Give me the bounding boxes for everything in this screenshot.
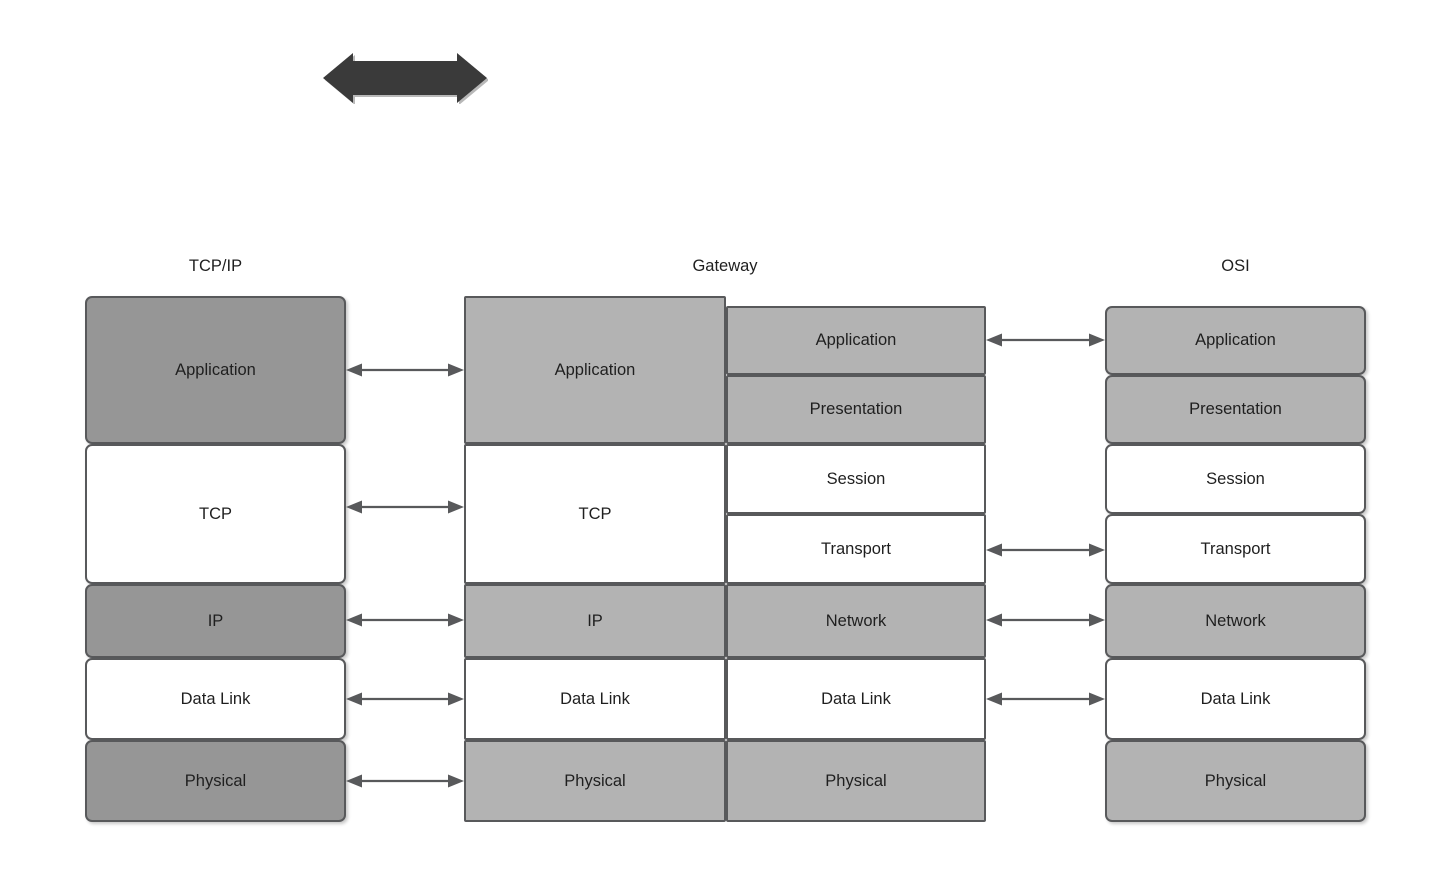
connector-gateway-osi-transport <box>986 543 1105 557</box>
column-header-tcpip: TCP/IP <box>188 257 243 275</box>
layer-gateway-right-session[interactable]: Session <box>726 444 986 514</box>
layer-gateway-left-data-link[interactable]: Data Link <box>464 658 726 740</box>
layer-gateway-left-application[interactable]: Application <box>464 296 726 444</box>
layer-osi-application[interactable]: Application <box>1105 306 1366 375</box>
layer-gateway-left-physical[interactable]: Physical <box>464 740 726 822</box>
layer-gateway-left-ip[interactable]: IP <box>464 584 726 658</box>
layer-osi-presentation[interactable]: Presentation <box>1105 375 1366 444</box>
connector-tcpip-gateway-ip <box>346 613 464 627</box>
layer-gateway-right-application[interactable]: Application <box>726 306 986 375</box>
layer-gateway-left-tcp[interactable]: TCP <box>464 444 726 584</box>
double-headed-block-arrow <box>323 53 488 104</box>
column-header-gateway: Gateway <box>692 257 758 275</box>
layer-gateway-right-transport[interactable]: Transport <box>726 514 986 584</box>
layer-osi-network[interactable]: Network <box>1105 584 1366 658</box>
connector-tcpip-gateway-data-link <box>346 692 464 706</box>
layer-gateway-right-physical[interactable]: Physical <box>726 740 986 822</box>
layer-tcpip-data-link[interactable]: Data Link <box>85 658 346 740</box>
connector-tcpip-gateway-tcp <box>346 500 464 514</box>
layer-gateway-right-network[interactable]: Network <box>726 584 986 658</box>
layer-gateway-right-data-link[interactable]: Data Link <box>726 658 986 740</box>
column-header-osi: OSI <box>1221 257 1250 275</box>
layer-tcpip-application[interactable]: Application <box>85 296 346 444</box>
layer-tcpip-tcp[interactable]: TCP <box>85 444 346 584</box>
connector-gateway-osi-network <box>986 613 1105 627</box>
layer-osi-session[interactable]: Session <box>1105 444 1366 514</box>
connector-tcpip-gateway-physical <box>346 774 464 788</box>
layer-osi-physical[interactable]: Physical <box>1105 740 1366 822</box>
layer-tcpip-physical[interactable]: Physical <box>85 740 346 822</box>
connector-gateway-osi-application <box>986 333 1105 347</box>
layer-tcpip-ip[interactable]: IP <box>85 584 346 658</box>
layer-osi-data-link[interactable]: Data Link <box>1105 658 1366 740</box>
connector-tcpip-gateway-application <box>346 363 464 377</box>
layer-gateway-right-presentation[interactable]: Presentation <box>726 375 986 444</box>
connector-gateway-osi-data-link <box>986 692 1105 706</box>
layer-osi-transport[interactable]: Transport <box>1105 514 1366 584</box>
